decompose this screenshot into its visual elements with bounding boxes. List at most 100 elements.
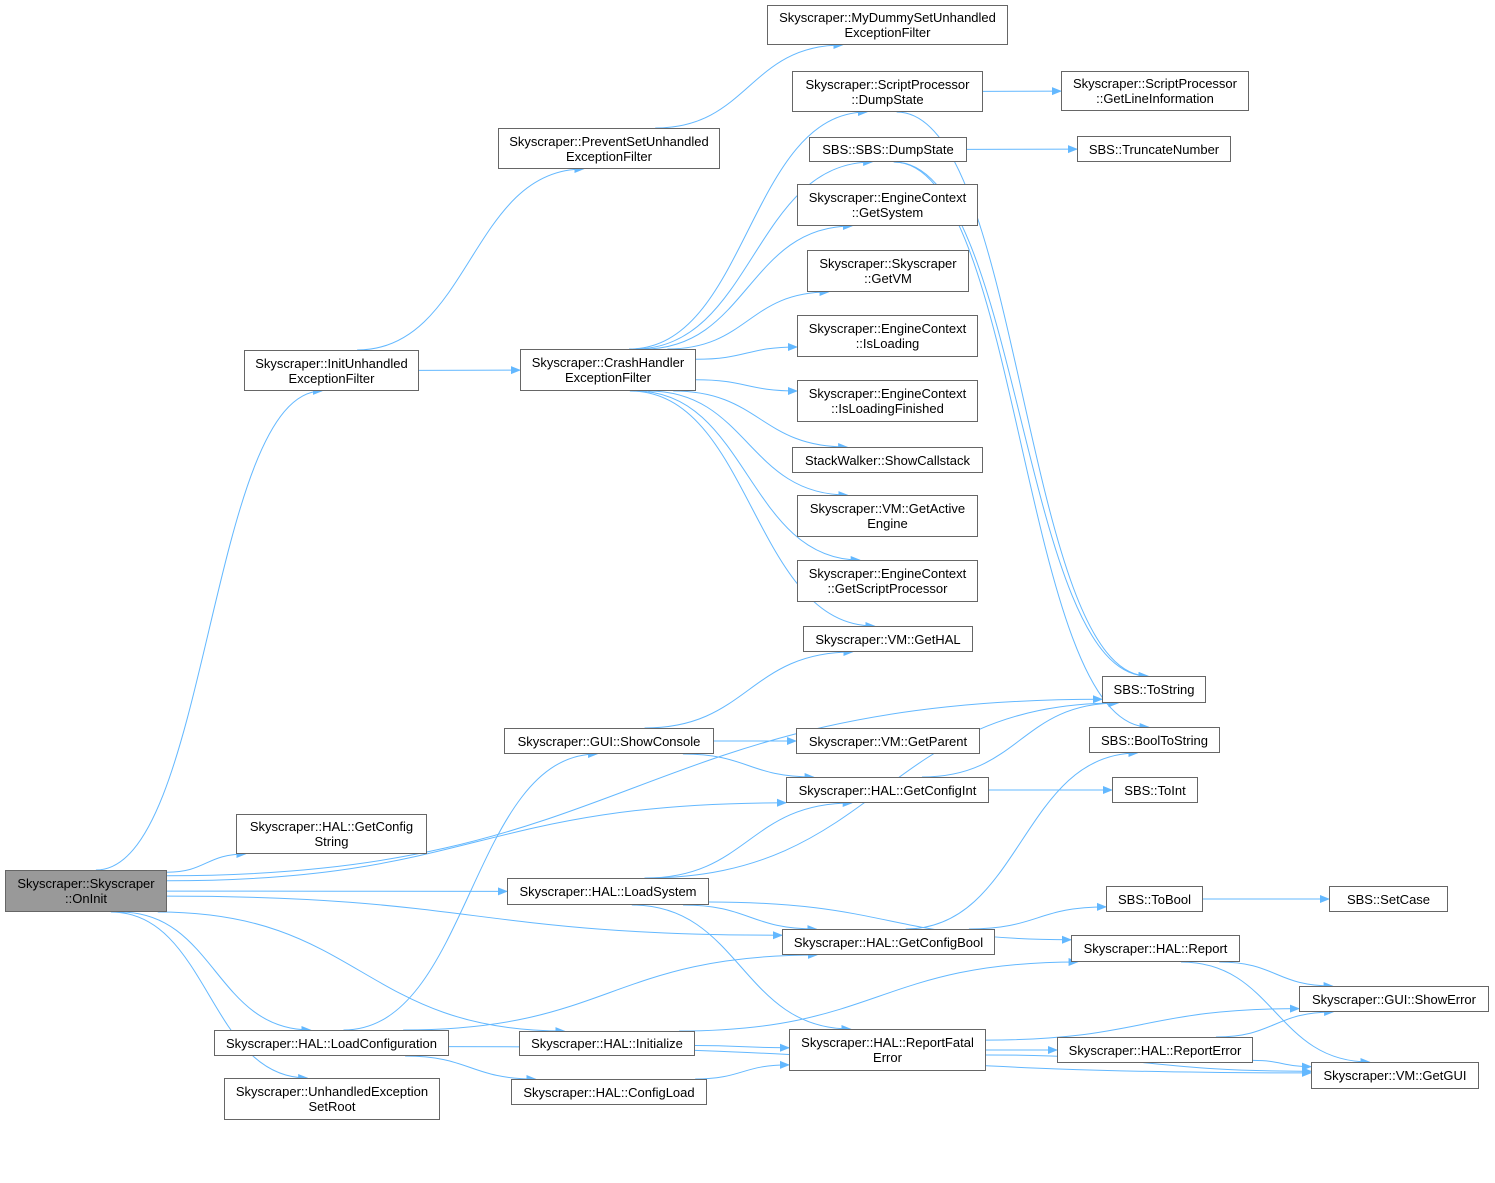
node-label-line: Skyscraper::PreventSetUnhandled	[509, 133, 709, 149]
node-label-line: SBS::SBS::DumpState	[822, 142, 954, 157]
node-initialize[interactable]: Skyscraper::HAL::Initialize	[519, 1031, 695, 1056]
edge-load-system-to-get-config-int	[645, 799, 853, 879]
node-label-line: ::DumpState	[851, 91, 924, 107]
node-label-line: ExceptionFilter	[566, 148, 652, 164]
node-get-vm[interactable]: Skyscraper::Skyscraper::GetVM	[807, 250, 969, 292]
edge-on-init-to-to-string	[166, 695, 1103, 877]
edge-crash-handler-to-show-callstack	[673, 390, 849, 451]
edge-get-config-bool-to-to-bool	[968, 902, 1107, 930]
edge-crash-handler-to-is-loading	[695, 343, 798, 360]
node-label-line: ::GetLineInformation	[1096, 91, 1214, 106]
node-get-parent[interactable]: Skyscraper::VM::GetParent	[796, 728, 980, 754]
node-label-line: Skyscraper::HAL::ReportError	[1068, 1042, 1242, 1058]
node-bool-to-string[interactable]: SBS::BoolToString	[1089, 727, 1220, 753]
node-label-line: ::GetSystem	[851, 205, 924, 220]
node-report-error[interactable]: Skyscraper::HAL::ReportError	[1057, 1037, 1253, 1063]
node-is-loading-finished[interactable]: Skyscraper::EngineContext::IsLoadingFini…	[797, 380, 978, 422]
edge-crash-handler-to-get-script-processor	[635, 390, 861, 564]
edge-crash-handler-to-get-system	[643, 222, 853, 350]
node-get-line-information[interactable]: Skyscraper::ScriptProcessor::GetLineInfo…	[1061, 71, 1249, 111]
node-get-system[interactable]: Skyscraper::EngineContext::GetSystem	[797, 184, 978, 226]
edge-get-config-int-to-to-string	[921, 699, 1120, 778]
node-label-line: Skyscraper::HAL::GetConfig	[249, 819, 414, 834]
node-get-script-processor[interactable]: Skyscraper::EngineContext::GetScriptProc…	[797, 560, 978, 602]
node-label-line: Skyscraper::VM::GetHAL	[815, 631, 961, 647]
node-label-line: ::OnInit	[65, 891, 107, 906]
edge-config-load-to-report-fatal-error	[695, 1060, 790, 1080]
edge-report-fatal-error-to-show-error	[985, 1004, 1300, 1041]
edge-crash-handler-to-sbsdump-state	[634, 158, 874, 350]
node-label-line: ::GetScriptProcessor	[827, 581, 948, 596]
node-label-line: SBS::ToString	[1113, 682, 1195, 697]
node-to-int[interactable]: SBS::ToInt	[1112, 777, 1198, 803]
node-label-line: StackWalker::ShowCallstack	[805, 452, 970, 468]
node-label-line: SBS::ToInt	[1124, 782, 1186, 798]
edge-load-system-to-report	[708, 901, 1072, 944]
edge-load-system-to-report-fatal-error	[631, 904, 852, 1033]
node-label-line: String	[314, 834, 349, 849]
node-label-line: Skyscraper::HAL::ReportFatal	[801, 1035, 974, 1050]
node-label-line: Skyscraper::VM::GetParent	[808, 733, 968, 749]
edge-on-init-to-load-configuration	[119, 911, 312, 1034]
node-label-line: Skyscraper::GUI::ShowConsole	[517, 733, 701, 749]
node-spdump-state[interactable]: Skyscraper::ScriptProcessor::DumpState	[792, 71, 983, 112]
edge-show-console-to-get-hal	[644, 648, 854, 729]
node-get-config-int[interactable]: Skyscraper::HAL::GetConfigInt	[786, 777, 989, 803]
node-on-init[interactable]: Skyscraper::Skyscraper::OnInit	[5, 870, 167, 912]
edge-crash-handler-to-spdump-state	[629, 108, 868, 350]
node-get-hal[interactable]: Skyscraper::VM::GetHAL	[803, 626, 973, 652]
node-truncate-number[interactable]: SBS::TruncateNumber	[1077, 136, 1231, 162]
node-get-gui[interactable]: Skyscraper::VM::GetGUI	[1311, 1062, 1479, 1089]
node-label-line: SBS::TruncateNumber	[1088, 141, 1220, 157]
node-label-line: Skyscraper::Skyscraper	[17, 876, 155, 891]
node-label-line: SetRoot	[308, 1099, 356, 1114]
node-is-loading[interactable]: Skyscraper::EngineContext::IsLoading	[797, 315, 978, 357]
edge-report-to-show-error	[1219, 961, 1334, 990]
node-label-line: Skyscraper::EngineContext	[808, 321, 967, 336]
node-label-line: Skyscraper::VM::GetGUI	[1323, 1068, 1467, 1083]
edge-crash-handler-to-get-active-engine	[648, 390, 849, 499]
node-label-line: SBS::ToBool	[1118, 891, 1191, 907]
edge-prevent-set-to-my-dummy	[655, 41, 844, 129]
node-to-bool[interactable]: SBS::ToBool	[1106, 886, 1203, 912]
node-label-line: Skyscraper::HAL::GetConfigBool	[793, 934, 984, 950]
edge-report-error-to-get-gui	[1252, 1059, 1312, 1071]
node-show-error[interactable]: Skyscraper::GUI::ShowError	[1299, 986, 1489, 1012]
node-sbsdump-state[interactable]: SBS::SBS::DumpState	[809, 137, 967, 162]
node-label-line: Skyscraper::HAL::ConfigLoad	[523, 1084, 695, 1100]
node-label-line: Skyscraper::HAL::GetConfigInt	[798, 782, 977, 798]
node-load-system[interactable]: Skyscraper::HAL::LoadSystem	[507, 878, 709, 905]
node-report[interactable]: Skyscraper::HAL::Report	[1071, 935, 1240, 962]
node-to-string[interactable]: SBS::ToString	[1102, 676, 1206, 703]
node-label-line: Skyscraper::ScriptProcessor	[805, 76, 970, 92]
edge-on-init-to-get-config-bool	[166, 895, 783, 940]
node-config-load[interactable]: Skyscraper::HAL::ConfigLoad	[511, 1079, 707, 1105]
edge-on-init-to-initialize	[157, 911, 566, 1035]
edge-crash-handler-to-is-loading-finished	[695, 379, 798, 395]
node-label-line: Skyscraper::HAL::Initialize	[531, 1036, 683, 1051]
node-label-line: Skyscraper::EngineContext	[808, 566, 967, 581]
node-label-line: ExceptionFilter	[844, 25, 931, 40]
node-label-line: Skyscraper::HAL::LoadSystem	[519, 884, 697, 899]
node-set-case[interactable]: SBS::SetCase	[1329, 886, 1448, 912]
node-show-console[interactable]: Skyscraper::GUI::ShowConsole	[504, 728, 714, 754]
node-label-line: Skyscraper::ScriptProcessor	[1073, 76, 1237, 91]
node-label-line: Skyscraper::InitUnhandled	[255, 355, 408, 371]
edge-load-configuration-to-show-console	[343, 750, 599, 1031]
node-get-config-bool[interactable]: Skyscraper::HAL::GetConfigBool	[782, 929, 995, 955]
edge-show-console-to-get-config-int	[682, 753, 815, 781]
node-label-line: Skyscraper::HAL::LoadConfiguration	[225, 1035, 437, 1051]
node-label-line: Skyscraper::UnhandledException	[235, 1084, 429, 1099]
edge-report-to-get-gui	[1180, 961, 1371, 1066]
node-load-configuration[interactable]: Skyscraper::HAL::LoadConfiguration	[214, 1030, 449, 1056]
node-show-callstack[interactable]: StackWalker::ShowCallstack	[792, 447, 983, 473]
